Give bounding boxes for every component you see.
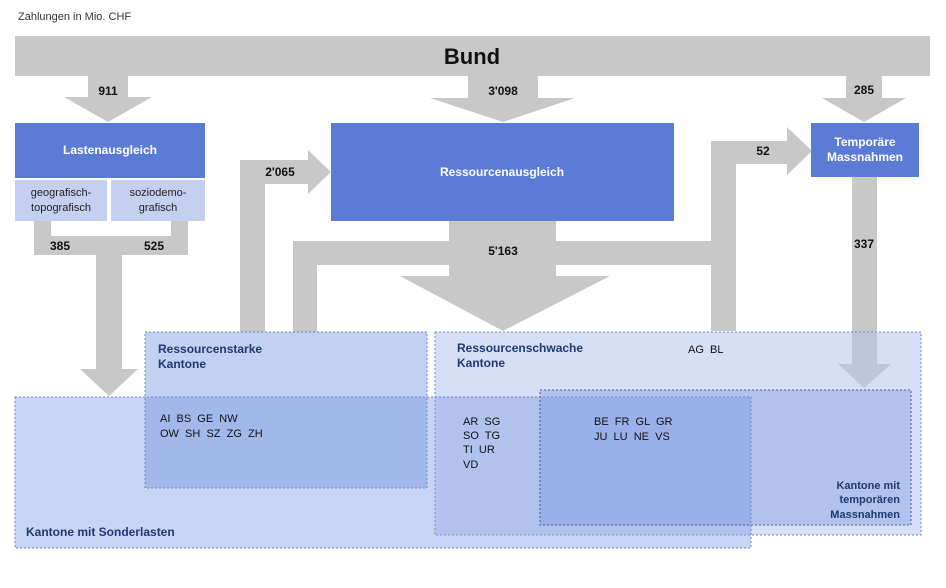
- region-temporaer: [539, 389, 912, 526]
- branch-left-vertical: [293, 241, 317, 332]
- arrow-lasten-sonderlasten: [80, 255, 138, 396]
- flow-sozio: 525: [144, 239, 164, 253]
- flow-ressourcenschwache: 5'163: [488, 244, 518, 258]
- lasten-collector: [34, 236, 188, 255]
- cantons-schwache-row2: SO TG: [463, 430, 500, 442]
- arrow-ressourcen-temporaer: [711, 127, 812, 175]
- label-ressourcenstarke-2: Kantone: [158, 357, 206, 371]
- branch-left-horizontal: [293, 241, 449, 265]
- geografisch-box: [15, 180, 107, 221]
- arrow-bund-lastenausgleich: [64, 76, 152, 122]
- flow-bund-lastenausgleich: 911: [98, 84, 118, 98]
- label-ressourcenschwache-1: Ressourcenschwache: [457, 341, 583, 355]
- flow-ressourcen-temporaer: 52: [756, 144, 770, 158]
- temporaer-label-2: Massnahmen: [827, 150, 903, 164]
- lastenausgleich-label: Lastenausgleich: [63, 143, 157, 157]
- cantons-ag-bl: AG BL: [688, 344, 723, 356]
- arrow-starke-ressourcenausgleich: [240, 150, 331, 194]
- bund-label: Bund: [444, 44, 500, 69]
- branch-right-vertical: [711, 141, 736, 331]
- cantons-schwache-row1: AR SG: [463, 416, 500, 428]
- bund-bar: [15, 36, 930, 76]
- ressourcenausgleich-box: [331, 123, 674, 221]
- label-ressourcenstarke-1: Ressourcenstarke: [158, 342, 262, 356]
- ressourcenausgleich-label: Ressourcenausgleich: [440, 165, 564, 179]
- geografisch-label-2: topografisch: [31, 202, 91, 214]
- arrow-bund-ressourcenausgleich: [430, 76, 575, 122]
- cantons-schwache-row3: TI UR: [463, 444, 495, 456]
- label-temporaer-3: Massnahmen: [830, 509, 900, 521]
- cantons-schwache-row4: VD: [463, 459, 478, 471]
- label-temporaer-2: temporären: [839, 494, 900, 506]
- region-ressourcenschwache: [434, 331, 922, 536]
- label-ressourcenschwache-2: Kantone: [457, 356, 505, 370]
- flow-geo: 385: [50, 239, 70, 253]
- cantons-starke-row1: AI BS GE NW: [160, 413, 238, 425]
- branch-right-horizontal: [556, 241, 736, 265]
- label-sonderlasten: Kantone mit Sonderlasten: [26, 525, 175, 539]
- cantons-overlap-row1: BE FR GL GR: [594, 416, 672, 428]
- flow-bund-ressourcenausgleich: 3'098: [488, 84, 518, 98]
- cantons-starke-row2: OW SH SZ ZG ZH: [160, 428, 263, 440]
- arrow-ressourcenschwache: [400, 221, 610, 331]
- flow-bund-temporaer: 285: [854, 83, 874, 97]
- region-sonderlasten: [14, 396, 752, 549]
- arrow-temporaer-kantone: [838, 177, 891, 388]
- temporaer-label-1: Temporäre: [834, 135, 895, 149]
- label-temporaer-1: Kantone mit: [836, 480, 900, 492]
- soziodemografisch-label-2: grafisch: [139, 202, 178, 214]
- geografisch-label-1: geografisch-: [31, 187, 92, 199]
- caption: Zahlungen in Mio. CHF: [18, 11, 131, 23]
- cantons-overlap-row2: JU LU NE VS: [594, 431, 670, 443]
- flow-starke: 2'065: [265, 165, 295, 179]
- lastenausgleich-box: [15, 123, 205, 178]
- soziodemografisch-label-1: soziodemo-: [130, 187, 187, 199]
- flow-temporaer-down: 337: [854, 237, 874, 251]
- soziodemografisch-box: [111, 180, 205, 221]
- starke-vertical: [240, 160, 265, 332]
- temporaer-box: [811, 123, 919, 177]
- region-ressourcenstarke: [144, 331, 428, 489]
- arrow-bund-temporaer: [822, 76, 906, 122]
